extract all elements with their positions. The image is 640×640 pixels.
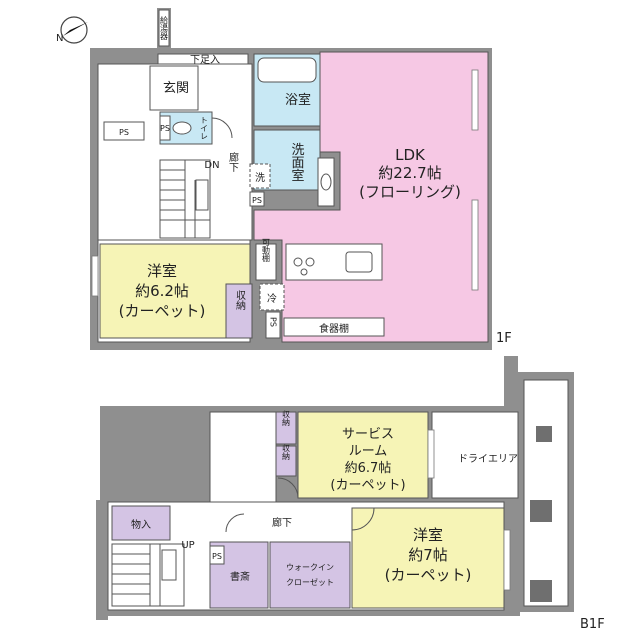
study-door-swing: [225, 513, 245, 533]
service-room-size: 約6.7帖: [345, 461, 392, 476]
ldk-name: LDK: [395, 146, 426, 164]
ldk-floor: (フローリング): [359, 183, 461, 201]
stairs-b1f: [111, 543, 185, 607]
walk-in-closet-label-2: クローゼット: [286, 577, 334, 587]
movable-shelf-label: 可動棚: [262, 238, 271, 263]
dry-area-side: [523, 379, 569, 607]
toilet-ps-box: [159, 115, 171, 141]
sink-icon: [320, 173, 332, 191]
stairs-down-label: DN: [204, 160, 219, 171]
stove-icon: [293, 257, 315, 276]
compass-ring: [60, 16, 88, 44]
water-heater-label: 給湯器: [160, 15, 169, 41]
service-room-door-swing: [277, 477, 299, 499]
dry-area-label: ドライエリア: [458, 453, 518, 465]
ps-study: [209, 545, 225, 565]
cupboard-label: 食器棚: [319, 322, 349, 335]
service-room-name-1: サービス: [342, 427, 394, 442]
bathtub-icon: [257, 57, 317, 83]
floor-1f-label: 1F: [496, 331, 512, 346]
bedroom-1f-name: 洋室: [147, 262, 177, 280]
toilet-door-swing: [211, 117, 233, 139]
service-room-floor: (カーペット): [330, 478, 405, 493]
window-ldk-2: [471, 199, 479, 291]
shoe-storage: [157, 53, 249, 65]
dry-area-upper: [431, 411, 519, 499]
closet-b1f-upper-label: 収納: [282, 409, 291, 427]
ldk-size: 約22.7帖: [378, 164, 441, 182]
closet-b1f-lower-label: 収納: [282, 443, 291, 461]
movable-shelf: [255, 243, 277, 281]
ps-washroom: [249, 191, 265, 207]
refrigerator-space: [259, 283, 285, 311]
storage-b1f: [111, 505, 171, 541]
window-bedroom-b1f: [503, 529, 511, 591]
closet-b1f-lower: [275, 445, 297, 477]
ps-study-label: PS: [212, 552, 222, 561]
ps-washroom-label: PS: [252, 196, 262, 205]
window-ldk-1: [471, 69, 479, 131]
ps-entrance-label: PS: [119, 128, 129, 137]
bedroom-b1f-size: 約7帖: [408, 546, 448, 564]
hallway-1f-label: 廊下: [227, 151, 239, 173]
refrigerator-label: 冷: [267, 292, 277, 305]
bedroom-b1f-floor: (カーペット): [385, 566, 472, 584]
storage-b1f-label: 物入: [131, 518, 151, 531]
toilet-label: トイレ: [200, 116, 209, 140]
cupboard: [283, 317, 385, 337]
window-service-room: [427, 429, 435, 479]
closet-1f-label: 収納: [234, 290, 246, 311]
dry-area-pillar-1: [536, 426, 552, 442]
bedroom-1f-floor: (カーペット): [119, 302, 206, 320]
bathroom-label: 浴室: [285, 92, 311, 108]
washer-space: [249, 163, 271, 189]
window-bedroom-1f: [91, 255, 99, 297]
floor-b1f-label: B1F: [580, 617, 605, 632]
walk-in-closet-label-1: ウォークイン: [286, 563, 334, 572]
dry-area-pillar-2: [530, 500, 552, 522]
hallway-b1f-label: 廊下: [272, 516, 292, 529]
ps-kitchen: [265, 311, 281, 339]
walk-in-closet: [269, 541, 351, 609]
stairs-1f: [159, 159, 211, 239]
ps-entrance: [103, 121, 145, 141]
service-room-name-2: ルーム: [349, 444, 388, 459]
dry-area-pillar-3: [530, 580, 552, 602]
bedroom-1f: [99, 243, 251, 339]
washer-label: 洗: [255, 172, 265, 184]
toilet-ps-label: PS: [160, 124, 170, 133]
bedroom-b1f-door-swing: [351, 507, 375, 531]
bedroom-1f-size: 約6.2帖: [135, 282, 189, 300]
entrance-label: 玄関: [163, 81, 189, 96]
closet-b1f-upper: [275, 411, 297, 445]
compass: N: [56, 16, 88, 44]
ps-kitchen-label: PS: [269, 317, 278, 327]
b1f-upper-void: [209, 411, 277, 503]
service-room: [297, 411, 429, 499]
bedroom-b1f: [351, 507, 505, 609]
floor-1f: 下足入 玄関 給湯器 PS PS トイレ DN 廊下: [90, 8, 512, 350]
stairs-up-label: UP: [181, 540, 194, 551]
b1f-upper-wall: [504, 356, 518, 414]
entrance-area: [149, 65, 199, 111]
bedroom-b1f-name: 洋室: [413, 526, 443, 544]
b1f-left-wall: [96, 500, 108, 620]
compass-north-label: N: [56, 33, 63, 44]
floor-b1f: ドライエリア 収納 収納 サービス ルーム 約6.7帖 (カーペット) 物入: [96, 356, 605, 632]
toilet-bowl-icon: [172, 121, 192, 135]
kitchen-sink-icon: [345, 251, 373, 273]
shoe-storage-label: 下足入: [190, 54, 220, 66]
washroom-label: 洗面室: [289, 143, 305, 182]
water-heater: [158, 9, 170, 47]
study-label: 書斎: [230, 570, 250, 583]
closet-1f: [225, 283, 253, 339]
compass-needle-icon: [63, 22, 88, 36]
